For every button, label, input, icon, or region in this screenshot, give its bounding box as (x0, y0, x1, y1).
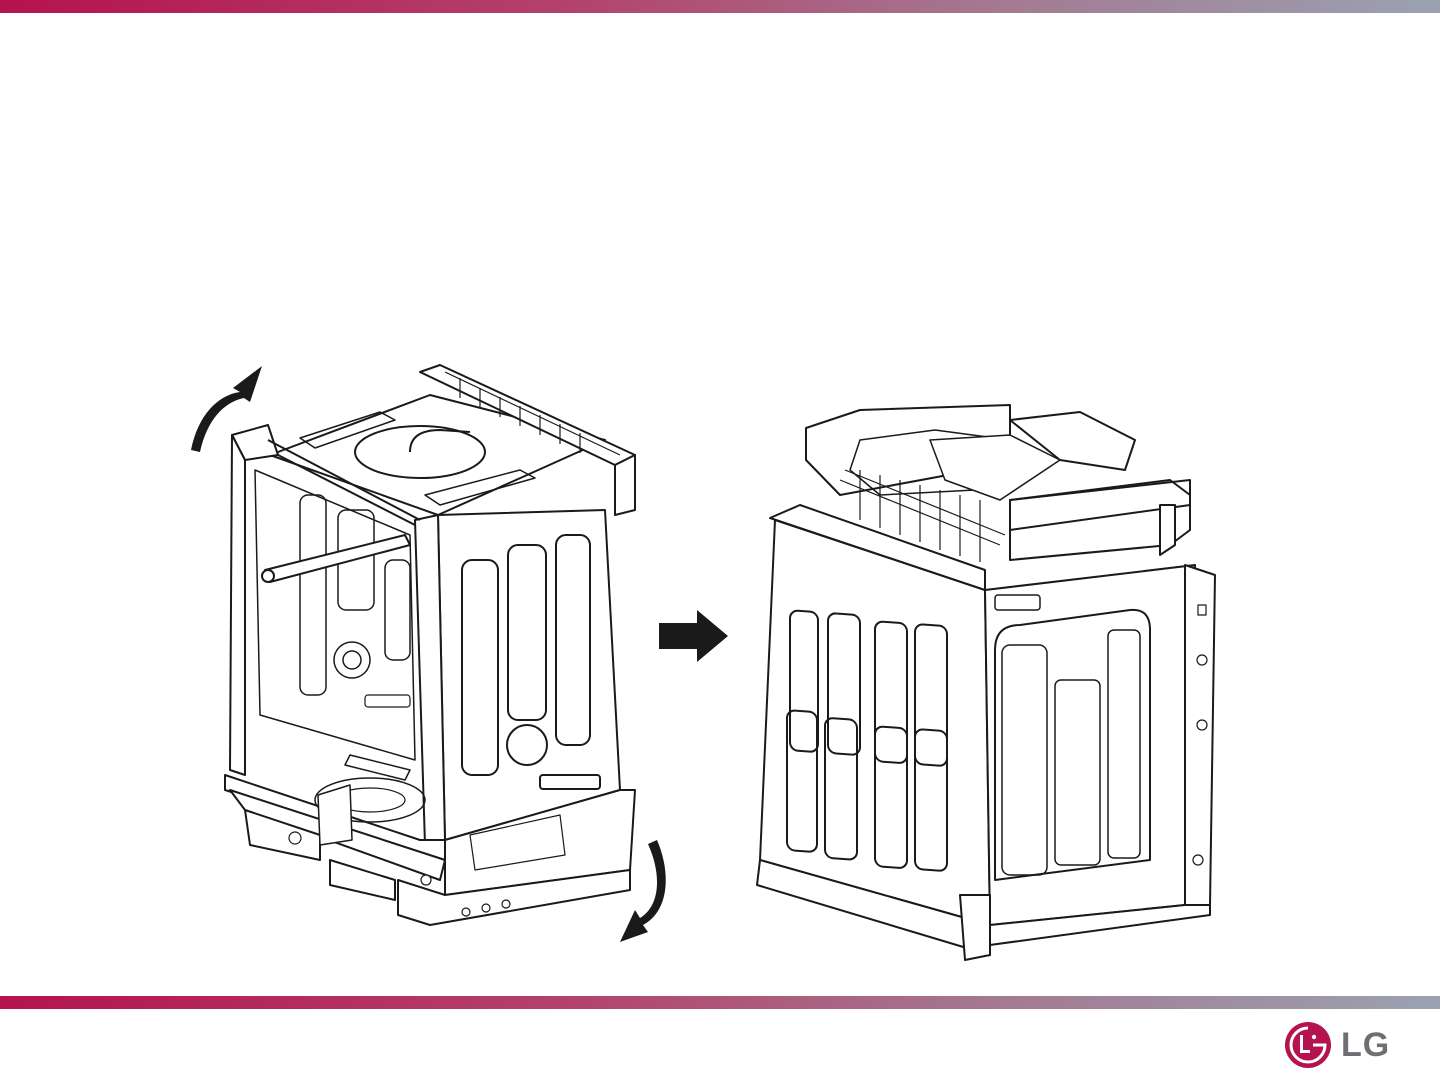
right-arrow-icon (659, 610, 728, 662)
lg-logo-icon (1283, 1020, 1333, 1070)
bottom-accent-bar (0, 996, 1440, 1009)
lg-logo: LG (1283, 1020, 1413, 1070)
lg-wordmark: LG (1341, 1028, 1390, 1062)
upright-dishwasher-illustration (225, 365, 635, 925)
laid-dishwasher-illustration (757, 405, 1215, 960)
